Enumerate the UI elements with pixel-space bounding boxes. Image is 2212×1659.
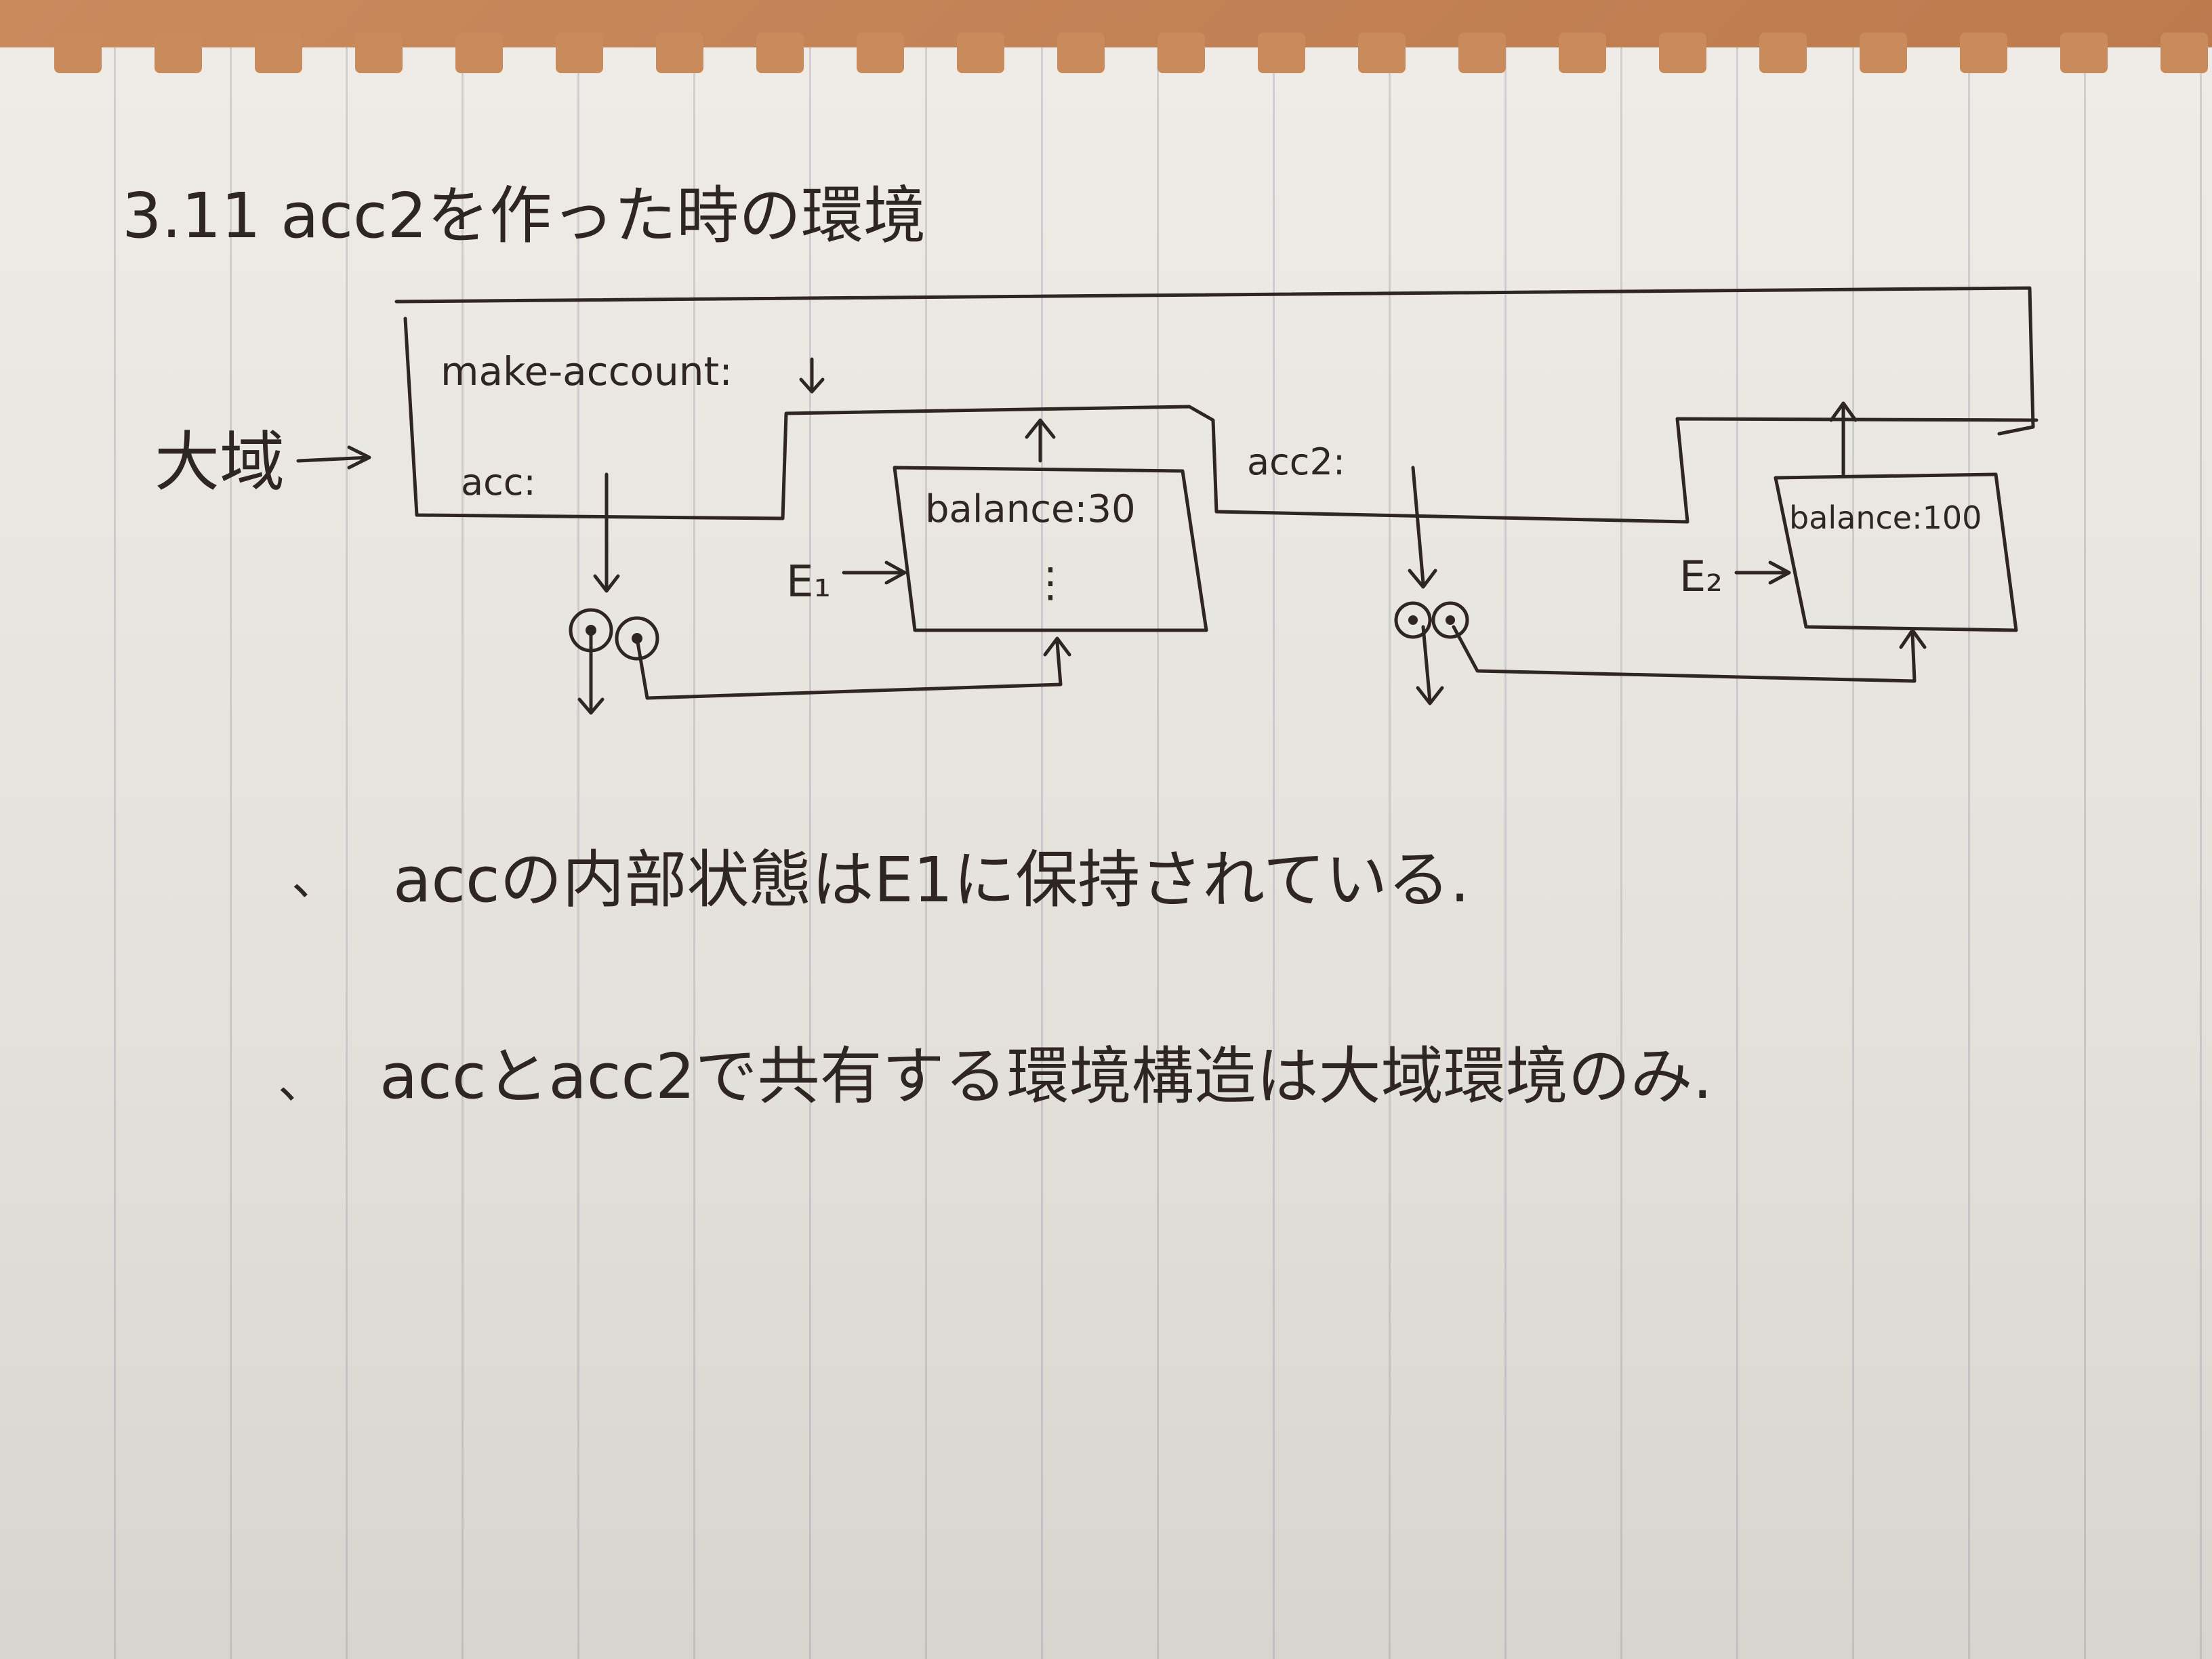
note-2-text: accとacc2で共有する環境構造は大域環境のみ. <box>380 1040 1713 1113</box>
e2-label: E₂ <box>1679 552 1723 601</box>
e1-binding: balance:30 <box>925 487 1136 531</box>
note-1-text: accの内部状態はE1に保持されている. <box>393 844 1470 916</box>
binding-hole <box>1960 33 2007 73</box>
binding-hole <box>54 33 102 73</box>
e1-parent-arrow <box>1025 418 1056 463</box>
global-frame <box>394 286 2039 524</box>
binding-hole <box>1458 33 1506 73</box>
binding-hole <box>1258 33 1305 73</box>
e1-ellipsis: ⋮ <box>1030 559 1071 607</box>
acc-procedure-object <box>569 608 1071 715</box>
e2-pointer-arrow <box>1734 560 1791 585</box>
binding-acc: acc: <box>461 461 536 504</box>
binding-hole <box>1158 33 1205 73</box>
global-pointer-arrow <box>296 445 371 470</box>
acc2-pointer-arrow <box>1408 466 1437 589</box>
binding-acc2: acc2: <box>1247 441 1345 483</box>
binding-hole <box>1057 33 1105 73</box>
e1-label: E₁ <box>786 557 831 607</box>
binding-hole <box>756 33 804 73</box>
heading-text: 3.11 acc2を作った時の環境 <box>122 180 926 252</box>
binding-hole <box>1860 33 1907 73</box>
binding-hole <box>857 33 904 73</box>
binding-hole <box>957 33 1004 73</box>
frame-e1 <box>893 418 1208 632</box>
binding-make-account: make-account: <box>441 348 733 394</box>
binding-hole <box>155 33 202 73</box>
e2-parent-arrow <box>1829 401 1858 476</box>
e2-binding: balance:100 <box>1789 499 1982 536</box>
acc2-procedure-object <box>1394 601 1927 705</box>
e1-pointer-arrow <box>842 560 907 585</box>
binding-hole <box>455 33 503 73</box>
down-arrow-icon <box>799 357 825 394</box>
note-2-bullet: 、 <box>278 1054 325 1109</box>
binding-hole <box>2160 33 2208 73</box>
frame-e2 <box>1774 401 2018 632</box>
spiral-holes <box>0 0 2212 81</box>
binding-hole <box>255 33 302 73</box>
binding-hole <box>1358 33 1406 73</box>
binding-hole <box>556 33 603 73</box>
binding-hole <box>1759 33 1807 73</box>
notebook-page <box>0 47 2212 1659</box>
binding-hole <box>2060 33 2108 73</box>
global-env-label: 大域 <box>155 424 285 500</box>
binding-hole <box>656 33 703 73</box>
binding-hole <box>355 33 403 73</box>
binding-hole <box>1659 33 1706 73</box>
acc-pointer-arrow <box>593 472 620 593</box>
binding-hole <box>1559 33 1606 73</box>
note-1-bullet: 、 <box>291 851 339 906</box>
